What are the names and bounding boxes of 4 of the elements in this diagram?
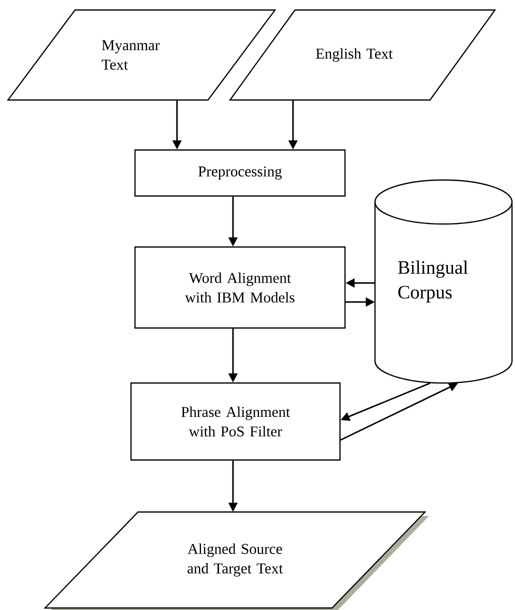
process-box: Word Alignment with IBM Models: [134, 246, 346, 329]
database-cylinder: Bilingual Corpus: [374, 179, 513, 384]
process-box: Preprocessing: [134, 149, 346, 197]
process-box: Phrase Alignment with PoS Filter: [130, 382, 341, 461]
